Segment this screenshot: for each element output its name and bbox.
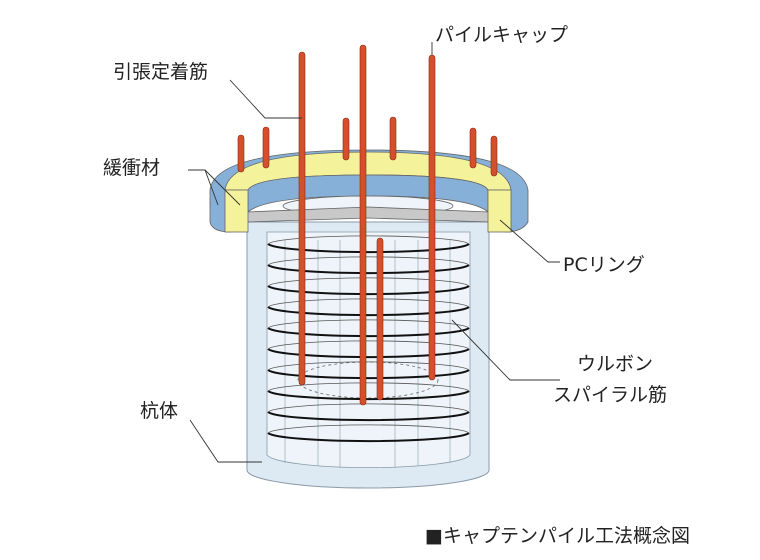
spiral-turn-back [267,361,470,371]
spiral-turn [267,369,470,380]
label-pile-cap: パイルキャップ [435,24,569,46]
label-pile-body: 杭体 [140,400,179,422]
spiral-turn-back [267,424,470,434]
leader-lines [188,42,560,463]
pile-cap [209,149,529,233]
rebar-rod [359,44,367,406]
spiral-turn-back [267,256,470,266]
spiral-turn-back [267,340,470,350]
spiral-turn [267,348,470,359]
spiral-turn-back [267,235,470,245]
rebar-rod [389,116,397,161]
spiral-turn [267,390,470,401]
spiral-rebar [267,235,470,443]
spiral-turn-back [267,319,470,329]
spiral-turn-back [267,382,470,392]
spiral-turn [267,306,470,317]
spiral-turn-back [267,403,470,413]
rebar-rod [490,135,498,177]
rebar-rod [298,51,306,386]
spiral-turn-back [267,298,470,308]
spiral-turn [267,432,470,443]
rebar-rod [376,237,384,401]
spiral-turn [267,243,470,254]
rebar-rod [342,117,350,161]
spiral-turn [267,264,470,275]
rebar-rod [262,126,270,169]
spiral-turn [267,285,470,296]
label-tension-anchor: 引張定着筋 [113,61,209,83]
label-ulbon: ウルボン [577,353,654,375]
label-pc-ring: PCリング [563,254,645,276]
pile-body [246,221,490,489]
label-cushion: 緩衝材 [103,157,161,179]
spiral-turn-back [267,277,470,287]
spiral-turn [267,327,470,338]
rebar-rod [469,127,477,169]
rebar-rod [237,134,245,173]
label-spiral: スパイラル筋 [553,384,668,406]
figure-caption: ■キャプテンパイル工法概念図 [425,525,690,547]
spiral-turn [267,411,470,422]
tension-anchor-rods [237,44,498,406]
rebar-rod [428,54,436,381]
